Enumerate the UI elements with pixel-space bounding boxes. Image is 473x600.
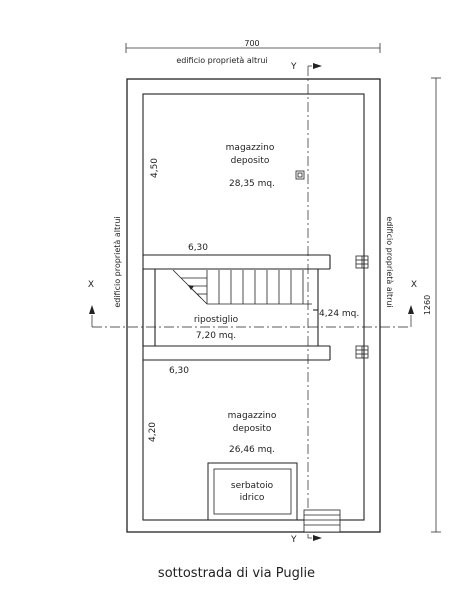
room-upper-area: 28,35 mq. xyxy=(229,179,275,189)
plan-caption: sottostrada di via Puglie xyxy=(157,566,316,581)
arrow-right-icon xyxy=(313,63,322,69)
arrow-up-icon xyxy=(89,305,95,314)
room-lower-name: magazzino xyxy=(228,411,277,421)
axis-x-right: X xyxy=(411,280,417,290)
room-upper-name: magazzino xyxy=(226,143,275,153)
shaft-symbol-upper xyxy=(355,255,369,269)
section-y-arrows xyxy=(308,63,322,541)
arrow-right-icon xyxy=(313,535,322,541)
small-square-symbol xyxy=(295,170,305,180)
room-lower-use: deposito xyxy=(233,424,272,434)
neighbor-label-right: edificio proprietà altrui xyxy=(385,216,394,307)
room-upper-width: 6,30 xyxy=(188,243,208,253)
room-middle-height: 4,24 mq. xyxy=(319,309,359,319)
room-middle-name: ripostiglio xyxy=(194,315,239,325)
water-tank xyxy=(207,462,298,521)
tank-label-line2: idrico xyxy=(240,493,265,503)
room-middle-area: 7,20 mq. xyxy=(196,331,236,341)
partition-walls xyxy=(142,254,331,361)
section-x-arrows xyxy=(89,305,414,327)
room-upper-height: 4,50 xyxy=(150,158,160,178)
neighbor-label-left: edificio proprietà altrui xyxy=(113,216,122,307)
top-dimension xyxy=(125,43,381,53)
arrow-up-icon xyxy=(408,305,414,314)
staircase xyxy=(172,269,312,305)
room-upper-use: deposito xyxy=(231,156,270,166)
neighbor-label-top: edificio proprietà altrui xyxy=(176,56,267,65)
room-lower-height: 4,20 xyxy=(148,422,158,442)
axis-x-left: X xyxy=(88,280,94,290)
room-lower-area: 26,46 mq. xyxy=(229,445,275,455)
top-dimension-value: 700 xyxy=(244,39,259,48)
axis-y-bottom: Y xyxy=(290,535,297,545)
right-dimension-value: 1260 xyxy=(423,295,432,315)
right-dimension xyxy=(431,77,441,533)
room-middle-width: 6,30 xyxy=(169,366,189,376)
entrance-steps xyxy=(303,509,341,533)
axis-y-top: Y xyxy=(290,62,297,72)
shaft-symbol-lower xyxy=(355,345,369,359)
tank-label-line1: serbatoio xyxy=(231,481,274,491)
stair-arrow-icon xyxy=(188,285,194,290)
